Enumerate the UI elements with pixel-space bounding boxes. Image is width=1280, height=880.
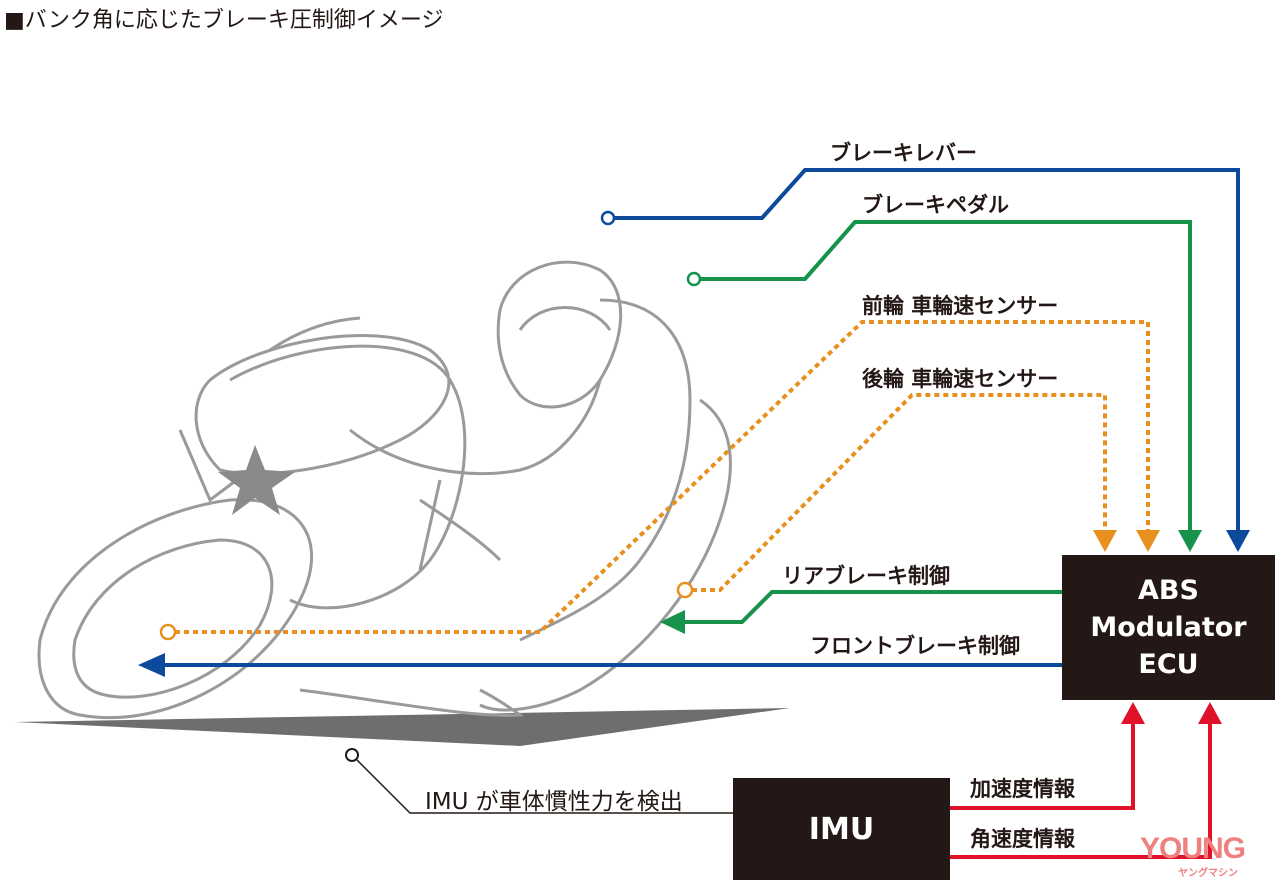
brake-lever-line (600, 168, 1250, 552)
angular-line (950, 702, 1222, 859)
front-brake-control-line (138, 653, 1062, 677)
accel-line (950, 702, 1145, 810)
ecu-line1: ABS (1138, 575, 1199, 606)
imu-box: IMU (733, 778, 950, 880)
page-title: ■バンク角に応じたブレーキ圧制御イメージ (4, 8, 444, 33)
abs-ecu-box: ABS Modulator ECU (1062, 555, 1275, 700)
label-angular: 角速度情報 (970, 827, 1075, 851)
ecu-line2: Modulator (1090, 612, 1247, 643)
imu-label: IMU (808, 811, 875, 847)
label-rear-brake-control: リアブレーキ制御 (782, 564, 950, 588)
front-wheel-sensor-line (159, 320, 1160, 641)
logo-sub: ヤングマシン MACHINE (1178, 868, 1238, 880)
rear-brake-control-line (660, 590, 1062, 634)
label-rear-sensor: 後輪 車輪速センサー (862, 367, 1059, 391)
logo-main: YOUNG (1140, 832, 1246, 865)
label-imu-detect: IMU が車体慣性力を検出 (425, 789, 683, 815)
rear-wheel-sensor-line (676, 393, 1117, 599)
label-front-brake-control: フロントブレーキ制御 (810, 634, 1020, 658)
label-brake-lever: ブレーキレバー (830, 141, 977, 165)
ecu-line3: ECU (1138, 649, 1199, 680)
label-accel: 加速度情報 (970, 777, 1075, 801)
motorcycle-rider-illustration (37, 260, 732, 720)
imu-leader-line (345, 748, 733, 814)
ground-shadow (15, 708, 790, 746)
star-mark (218, 445, 295, 515)
brake-pedal-line (686, 220, 1202, 552)
label-brake-pedal: ブレーキペダル (862, 193, 1009, 217)
label-front-sensor: 前輪 車輪速センサー (862, 294, 1059, 318)
